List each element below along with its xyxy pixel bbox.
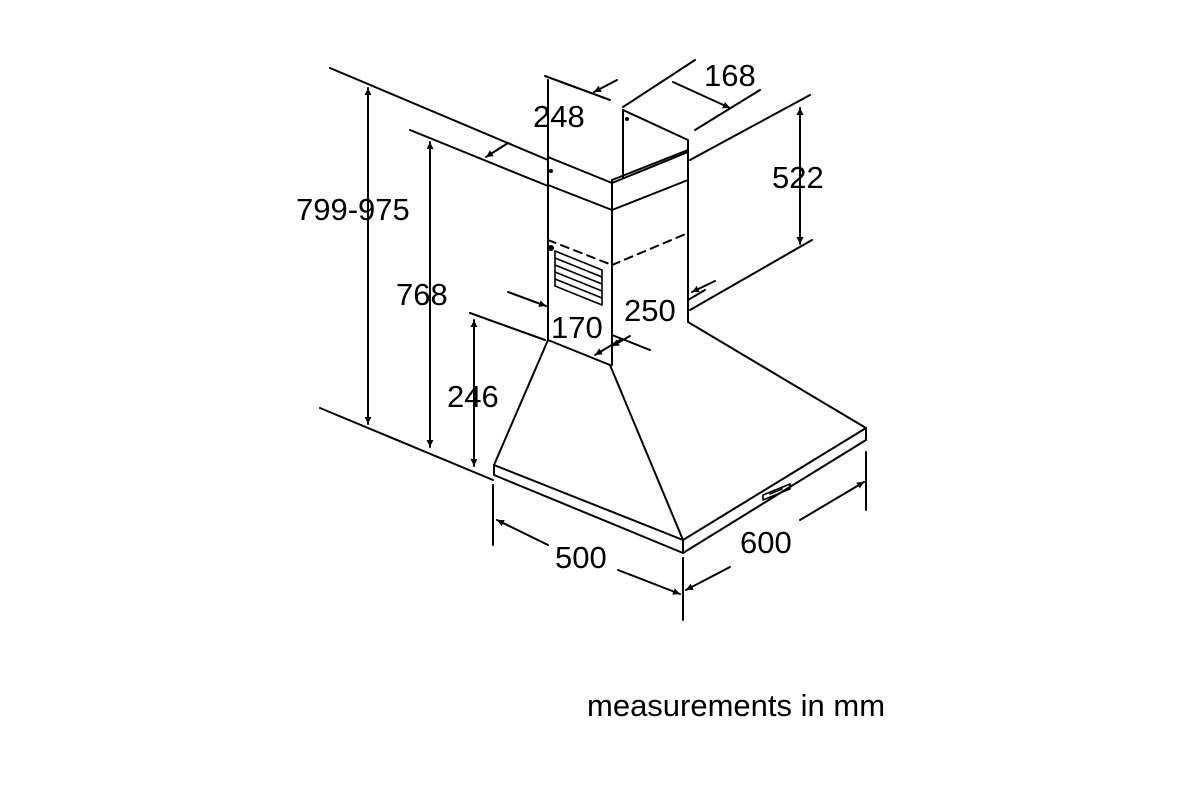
control-panel (762, 483, 791, 501)
dimension-hood-height-max: 768 (396, 277, 448, 312)
wall-lines (319, 67, 549, 481)
dimension-chimney-top-depth: 248 (533, 99, 585, 134)
dimension-chimney-lower-width: 250 (624, 293, 676, 328)
dimension-hood-depth: 500 (555, 540, 607, 575)
dimension-chimney-lower-depth: 170 (551, 310, 603, 345)
units-caption: measurements in mm (587, 688, 886, 723)
dimension-hood-width: 600 (740, 525, 792, 560)
dimension-arrows (364, 79, 865, 595)
dimension-total-height-range: 799-975 (296, 192, 410, 227)
dimension-chimney-top-width: 168 (704, 58, 756, 93)
dimension-chimney-height: 522 (772, 160, 824, 195)
extension-lines (469, 59, 867, 621)
dimension-canopy-height: 246 (447, 379, 499, 414)
vent-grille (554, 250, 603, 306)
canopy (493, 321, 867, 554)
